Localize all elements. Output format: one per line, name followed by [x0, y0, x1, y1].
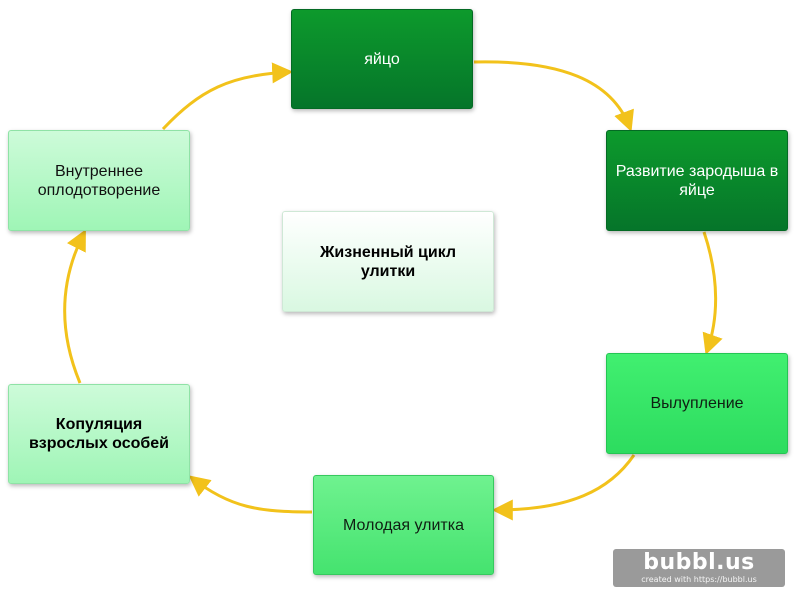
node-embryo-development-label: Развитие зародыша в яйце [615, 162, 779, 199]
arrow-egg-to-development [473, 60, 634, 132]
central-topic-label: Жизненный цикл улитки [319, 243, 457, 280]
watermark-brand: bubbl.us [643, 550, 755, 575]
arrow-young-snail-to-copulation [188, 475, 313, 514]
node-egg-label: яйцо [364, 50, 400, 68]
arrow-copulation-to-fertilization [63, 229, 86, 384]
node-central-topic[interactable]: Жизненный цикл улитки [282, 211, 494, 312]
arrow-hatching-to-young-snail [491, 454, 636, 521]
node-internal-fertilization[interactable]: Внутреннее оплодотворение [8, 130, 190, 231]
node-embryo-development[interactable]: Развитие зародыша в яйце [606, 130, 788, 231]
arrow-development-to-hatching [702, 231, 723, 355]
node-copulation[interactable]: Копуляция взрослых особей [8, 384, 190, 484]
watermark-caption: created with https://bubbl.us [641, 575, 757, 584]
node-egg[interactable]: яйцо [291, 9, 473, 109]
node-copulation-label: Копуляция взрослых особей [28, 416, 170, 452]
node-young-snail[interactable]: Молодая улитка [313, 475, 494, 575]
node-internal-fertilization-label: Внутреннее оплодотворение [37, 162, 161, 199]
node-hatching[interactable]: Вылупление [606, 353, 788, 454]
node-young-snail-label: Молодая улитка [343, 516, 464, 534]
arrow-fertilization-to-egg [161, 62, 294, 131]
node-hatching-label: Вылупление [650, 395, 744, 412]
bubblus-watermark: bubbl.us created with https://bubbl.us [613, 549, 785, 587]
